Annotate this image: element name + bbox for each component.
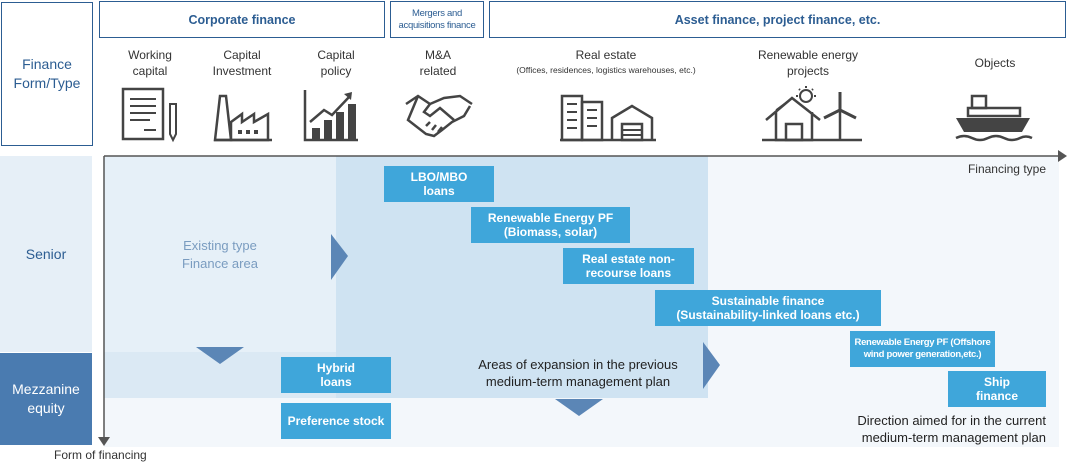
ship-icon	[955, 94, 1033, 142]
real-estate-nonrecourse-box: Real estate non-recourse loans	[563, 248, 694, 284]
asset-finance-header: Asset finance, project finance, etc.	[489, 1, 1066, 38]
category-real-estate: Real estate (Offices, residences, logist…	[490, 47, 722, 77]
handshake-icon	[405, 94, 473, 138]
real-estate-subtitle: (Offices, residences, logistics warehous…	[516, 65, 696, 75]
existing-right-arrow	[331, 234, 348, 280]
existing-down-arrow	[196, 347, 244, 364]
sustainable-finance-box: Sustainable finance(Sustainability-linke…	[655, 290, 881, 326]
y-axis-label: Form of financing	[54, 448, 147, 462]
buildings-warehouse-icon	[560, 94, 656, 142]
house-solar-wind-icon	[762, 86, 862, 142]
senior-label: Senior	[0, 156, 92, 352]
x-axis-label: Financing type	[967, 162, 1046, 176]
factory-icon	[213, 94, 272, 142]
rising-chart-icon	[303, 90, 358, 142]
document-pen-icon	[121, 87, 177, 143]
preference-stock-box: Preference stock	[281, 403, 391, 439]
existing-finance-area	[104, 156, 336, 352]
category-objects: Objects	[974, 56, 1016, 70]
previous-right-arrow	[703, 342, 720, 389]
corporate-finance-header: Corporate finance	[99, 1, 385, 38]
renewable-energy-pf-box: Renewable Energy PF(Biomass, solar)	[471, 207, 630, 243]
previous-down-arrow	[555, 399, 603, 416]
